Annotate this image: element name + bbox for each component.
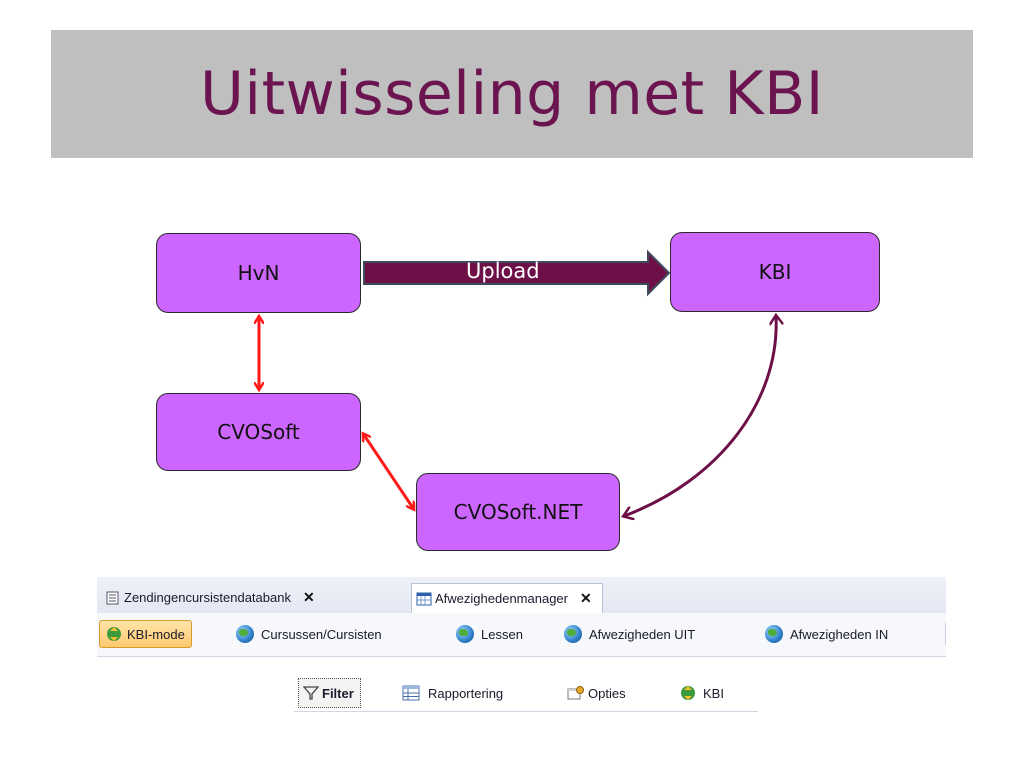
kbi-mode-label: KBI-mode: [127, 626, 185, 642]
cvosoft-net-arrow: [364, 435, 413, 508]
settings-icon: [566, 685, 584, 701]
net-kbi-curve: [624, 316, 776, 516]
kbi-mode-button[interactable]: KBI-mode: [99, 620, 192, 648]
calendar-icon: [416, 591, 432, 607]
tab-afwezigheden[interactable]: Afwezighedenmanager ✕: [411, 583, 603, 613]
title-bar: Uitwisseling met KBI: [51, 30, 973, 158]
node-hvn-label: HvN: [237, 261, 280, 285]
sync-icon: [678, 684, 698, 702]
kbi-label: KBI: [703, 685, 724, 701]
rapportering-label: Rapportering: [428, 685, 504, 701]
lessen-label: Lessen: [481, 626, 523, 642]
rapportering-button[interactable]: Rapportering: [398, 678, 509, 708]
cursussen-button[interactable]: Cursussen/Cursisten: [232, 620, 388, 648]
table-icon: [402, 685, 420, 701]
afwezigheden-uit-label: Afwezigheden UIT: [589, 626, 696, 642]
node-cvosoft-net: CVOSoft.NET: [416, 473, 620, 551]
afwezigheden-in-button[interactable]: Afwezigheden IN: [761, 620, 894, 648]
filter-button[interactable]: Filter: [298, 678, 361, 708]
slide-title: Uitwisseling met KBI: [200, 59, 824, 129]
upload-label: Upload: [466, 259, 540, 283]
sync-icon: [104, 625, 124, 643]
node-hvn: HvN: [156, 233, 361, 313]
tab-afwezigheden-label: Afwezighedenmanager: [435, 591, 568, 606]
filter-label: Filter: [322, 685, 354, 701]
globe-down-icon: [765, 625, 783, 643]
node-kbi: KBI: [670, 232, 880, 312]
close-icon[interactable]: ✕: [302, 589, 315, 605]
globe-up-icon: [456, 625, 474, 643]
kbi-toolbar: KBI-mode Cursussen/Cursisten Lessen Afwe…: [97, 613, 946, 657]
node-cvosoft: CVOSoft: [156, 393, 361, 471]
globe-up-icon: [564, 625, 582, 643]
document-icon: [105, 590, 121, 606]
menu-bar: Filter Rapportering Opties KBI: [294, 675, 758, 712]
kbi-button[interactable]: KBI: [674, 678, 730, 708]
tab-zendingen-label: Zendingencursistendatabank: [124, 590, 291, 605]
cursussen-label: Cursussen/Cursisten: [261, 626, 382, 642]
tab-zendingen[interactable]: Zendingencursistendatabank ✕: [105, 583, 315, 612]
close-icon[interactable]: ✕: [579, 590, 592, 606]
afwezigheden-in-label: Afwezigheden IN: [790, 626, 889, 642]
filter-icon: [302, 685, 320, 701]
opties-button[interactable]: Opties: [562, 678, 632, 708]
afwezigheden-uit-button[interactable]: Afwezigheden UIT: [560, 620, 701, 648]
node-cvosoft-net-label: CVOSoft.NET: [453, 500, 583, 524]
opties-label: Opties: [588, 685, 626, 701]
node-cvosoft-label: CVOSoft: [217, 420, 300, 444]
node-kbi-label: KBI: [758, 260, 792, 284]
toolbar-divider: [945, 623, 946, 645]
lessen-button[interactable]: Lessen: [452, 620, 529, 648]
globe-save-icon: [236, 625, 254, 643]
tab-strip: Zendingencursistendatabank ✕ Afwezighede…: [97, 577, 946, 614]
